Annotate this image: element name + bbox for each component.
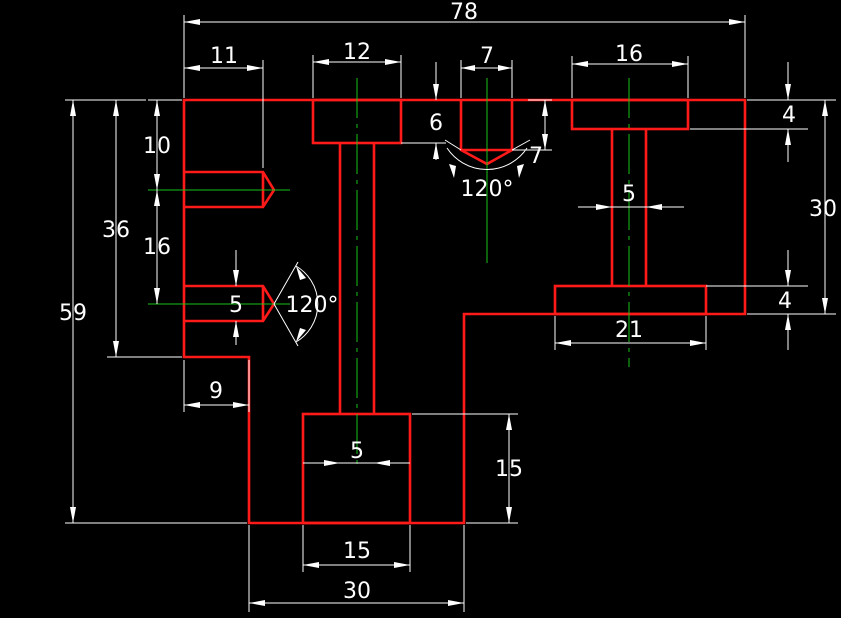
- dim-countersink-depth: 6: [429, 111, 443, 136]
- right-counterbore: [570, 98, 690, 131]
- dim-right-height: 30: [809, 197, 837, 222]
- dim-hole-spacing: 16: [143, 235, 171, 260]
- dim-overall-width: 78: [450, 0, 478, 25]
- dimension-lines: [65, 15, 836, 612]
- dimension-labels: 78 11 12 7 16 6 7 120° 4 30 5 4 21 10 36…: [59, 0, 837, 604]
- dim-left-hole-angle: 120°: [286, 293, 339, 318]
- dim-right-counterbore-depth: 4: [782, 103, 796, 128]
- dim-slot-width: 12: [343, 40, 371, 65]
- dim-left-hole-offset: 11: [210, 44, 238, 69]
- dim-countersink-angle: 120°: [461, 177, 514, 202]
- dim-right-hole-dia: 5: [622, 182, 636, 207]
- dim-bottom-width: 30: [343, 579, 371, 604]
- dim-bottom-pocket-width: 15: [343, 539, 371, 564]
- dim-left-height: 36: [102, 218, 130, 243]
- dim-bottom-right-width: 21: [615, 318, 643, 343]
- dim-bottom-hole-dia: 5: [350, 439, 364, 464]
- dim-left-hole-dia: 5: [229, 293, 243, 318]
- dim-countersink-depth-right: 7: [529, 144, 543, 169]
- center-lines: [148, 78, 630, 470]
- dim-top-hole-spacing: 10: [143, 134, 171, 159]
- dim-step-width: 9: [209, 379, 223, 404]
- dim-countersink-width: 7: [480, 44, 494, 69]
- dim-right-counterbore-width: 16: [615, 42, 643, 67]
- dim-bottom-right-depth: 4: [778, 289, 792, 314]
- dim-overall-height: 59: [59, 301, 87, 326]
- bottom-right-counterbore: [553, 284, 708, 316]
- dim-bottom-pocket-depth: 15: [495, 457, 523, 482]
